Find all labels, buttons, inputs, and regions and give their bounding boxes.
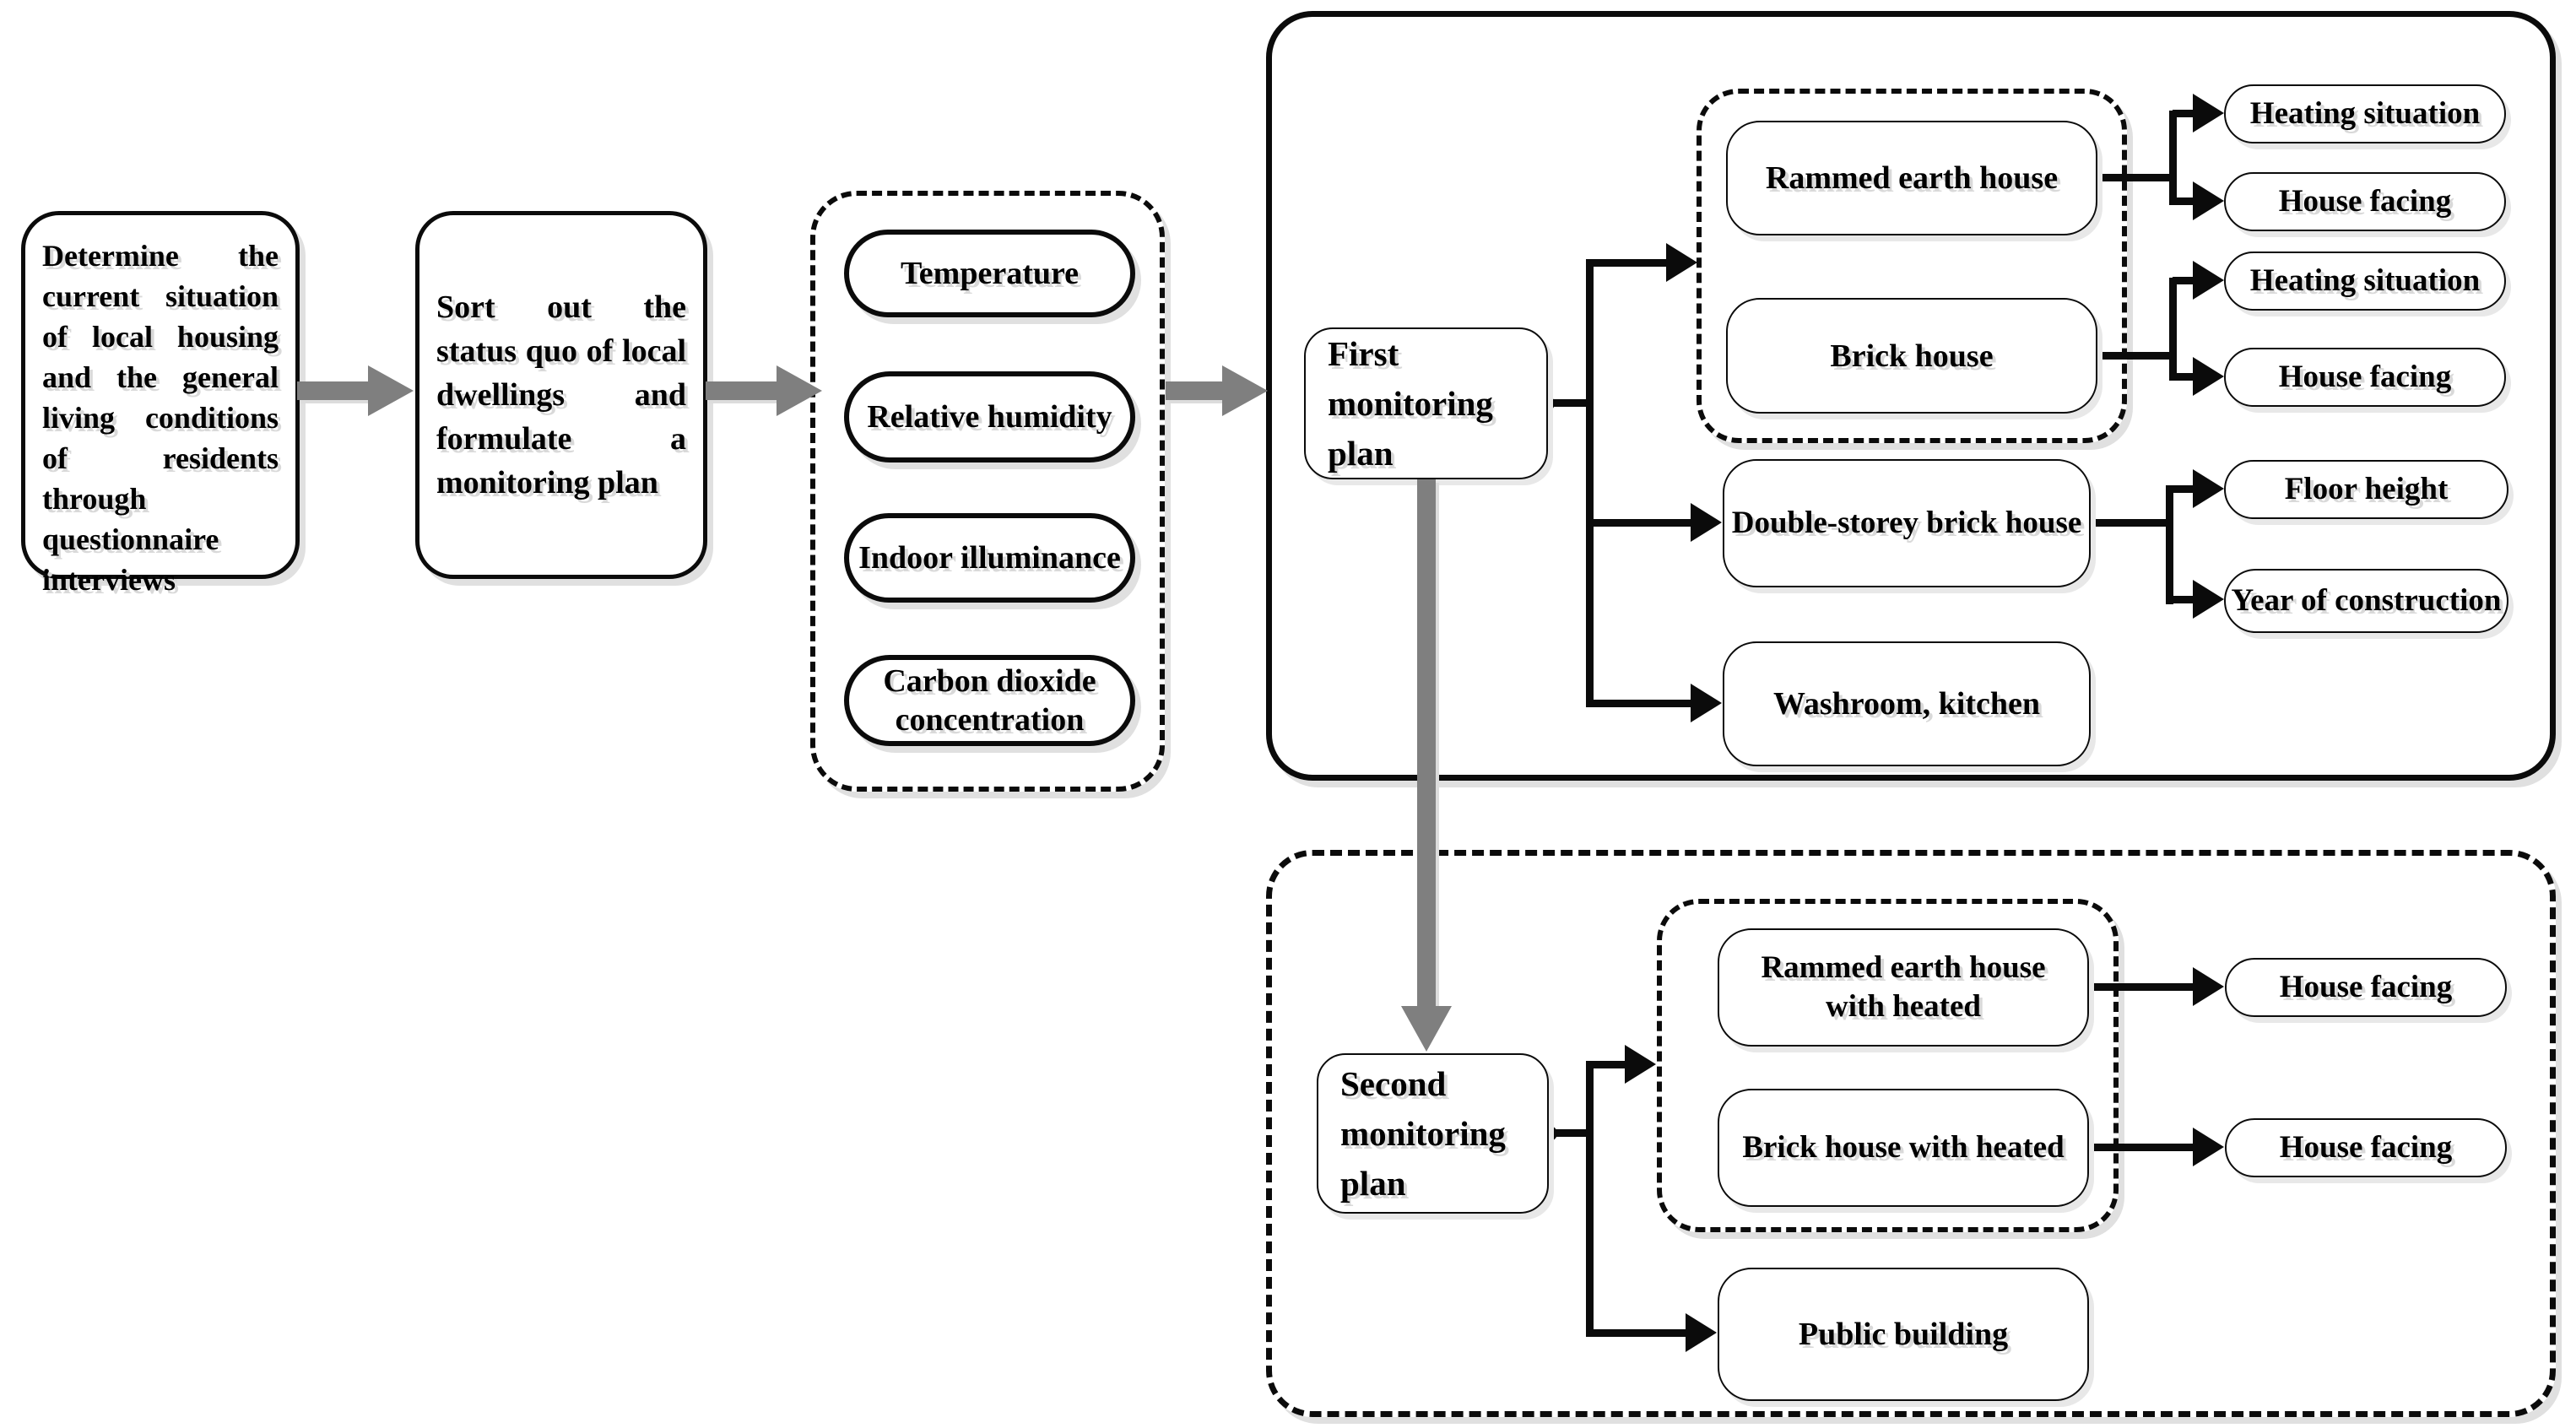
node-heating-situation-2: Heating situation bbox=[2224, 252, 2506, 311]
node-label: Second monitoring plan bbox=[1340, 1063, 1506, 1203]
node-label: Public building bbox=[1798, 1317, 2009, 1352]
node-label: House facing bbox=[2279, 970, 2453, 1004]
node-label: Determine the current situation of local… bbox=[42, 239, 279, 597]
node-washroom-kitchen: Washroom, kitchen bbox=[1723, 641, 2091, 766]
node-label: Rammed earth house with heated bbox=[1761, 950, 2046, 1024]
arrowhead-icon bbox=[2193, 357, 2224, 396]
node-indoor-illuminance: Indoor illuminance bbox=[844, 513, 1135, 603]
connector-trunk bbox=[2169, 111, 2177, 205]
connector-line bbox=[1589, 259, 1668, 267]
node-label: Temperature bbox=[900, 256, 1080, 291]
node-house-facing-3: House facing bbox=[2225, 958, 2507, 1017]
connector-line bbox=[2173, 373, 2194, 381]
node-floor-height: Floor height bbox=[2224, 460, 2508, 519]
node-first-monitoring-plan: First monitoring plan bbox=[1304, 327, 1548, 479]
node-label: First monitoring plan bbox=[1328, 333, 1493, 473]
flow-arrow-shaft bbox=[1166, 381, 1223, 400]
node-house-facing-4: House facing bbox=[2225, 1118, 2507, 1177]
flow-arrow-down-icon bbox=[1401, 1006, 1452, 1052]
connector-line bbox=[1548, 399, 1594, 407]
node-stage2: Sort out the status quo of local dwellin… bbox=[415, 211, 707, 579]
node-label: House facing bbox=[2278, 184, 2452, 219]
arrowhead-icon bbox=[2193, 967, 2224, 1006]
flow-arrow-icon bbox=[368, 365, 414, 416]
node-double-storey-brick-house: Double-storey brick house bbox=[1723, 459, 2091, 587]
group-first-monitoring bbox=[1266, 11, 2556, 781]
connector-trunk bbox=[1586, 1061, 1594, 1337]
node-label: Carbon dioxide concentration bbox=[883, 663, 1096, 738]
arrowhead-icon bbox=[2193, 261, 2224, 300]
group-house-types-first bbox=[1697, 89, 2127, 443]
connector-trunk bbox=[2166, 485, 2173, 604]
node-brick-house: Brick house bbox=[1726, 298, 2097, 414]
flow-arrow-icon bbox=[777, 365, 822, 416]
connector-line bbox=[1589, 1061, 1626, 1068]
node-label: Heating situation bbox=[2249, 263, 2481, 298]
flow-arrow-shaft bbox=[706, 381, 780, 400]
connector-line bbox=[1589, 700, 1692, 707]
group-parameters bbox=[810, 191, 1165, 792]
connector-trunk bbox=[1586, 259, 1594, 707]
connector-trunk bbox=[2169, 278, 2177, 381]
node-heating-situation-1: Heating situation bbox=[2224, 84, 2506, 143]
node-label: Year of construction bbox=[2231, 583, 2502, 618]
connector-line bbox=[2169, 596, 2194, 603]
node-label: Heating situation bbox=[2249, 96, 2481, 131]
connector-line bbox=[2097, 352, 2175, 360]
flow-arrow-icon bbox=[1222, 365, 1268, 416]
node-label: Double-storey brick house bbox=[1731, 506, 2082, 540]
node-label: Sort out the status quo of local dwellin… bbox=[436, 289, 686, 500]
node-label: Brick house bbox=[1830, 338, 1994, 374]
group-house-types-second bbox=[1657, 899, 2119, 1232]
flow-arrow-shaft bbox=[297, 381, 371, 400]
arrowhead-icon bbox=[2193, 94, 2224, 133]
arrowhead-icon bbox=[1666, 243, 1697, 282]
node-label: Rammed earth house bbox=[1765, 160, 2059, 196]
node-label: House facing bbox=[2279, 1130, 2453, 1165]
arrowhead-icon bbox=[2193, 1128, 2224, 1166]
flow-arrow-shaft bbox=[1417, 479, 1436, 1008]
node-public-building: Public building bbox=[1718, 1268, 2089, 1401]
connector-line bbox=[2089, 983, 2194, 991]
node-label: Relative humidity bbox=[867, 399, 1112, 435]
node-year-of-construction: Year of construction bbox=[2224, 569, 2508, 633]
group-second-monitoring bbox=[1266, 850, 2556, 1417]
connector-line bbox=[1549, 1129, 1594, 1137]
connector-line bbox=[2097, 174, 2175, 181]
node-relative-humidity: Relative humidity bbox=[844, 371, 1135, 462]
connector-line bbox=[2091, 519, 2173, 527]
connector-line bbox=[2173, 110, 2194, 117]
arrowhead-icon bbox=[2193, 469, 2224, 508]
connector-line bbox=[2089, 1144, 2194, 1151]
node-rammed-earth-heated: Rammed earth house with heated bbox=[1718, 928, 2089, 1047]
node-label: Brick house with heated bbox=[1742, 1130, 2065, 1165]
node-label: Floor height bbox=[2284, 472, 2449, 506]
connector-line bbox=[2173, 197, 2194, 205]
node-house-facing-1: House facing bbox=[2224, 172, 2506, 231]
arrowhead-icon bbox=[1686, 1313, 1717, 1352]
arrowhead-icon bbox=[1691, 684, 1722, 722]
node-label: Washroom, kitchen bbox=[1772, 686, 2040, 722]
arrowhead-icon bbox=[1625, 1045, 1656, 1084]
arrowhead-icon bbox=[2193, 580, 2224, 619]
node-rammed-earth-house: Rammed earth house bbox=[1726, 121, 2097, 235]
node-second-monitoring-plan: Second monitoring plan bbox=[1317, 1053, 1549, 1214]
arrowhead-icon bbox=[1691, 503, 1722, 542]
node-brick-house-heated: Brick house with heated bbox=[1718, 1089, 2089, 1207]
node-label: House facing bbox=[2278, 360, 2452, 394]
node-stage1: Determine the current situation of local… bbox=[21, 211, 300, 597]
node-label: Indoor illuminance bbox=[858, 540, 1121, 576]
arrowhead-icon bbox=[2193, 181, 2224, 220]
connector-line bbox=[2169, 485, 2194, 493]
connector-line bbox=[1589, 519, 1692, 527]
node-temperature: Temperature bbox=[844, 230, 1135, 317]
connector-line bbox=[2173, 277, 2194, 284]
node-house-facing-2: House facing bbox=[2224, 348, 2506, 407]
connector-line bbox=[1589, 1329, 1687, 1337]
node-carbon-dioxide: Carbon dioxide concentration bbox=[844, 655, 1135, 746]
